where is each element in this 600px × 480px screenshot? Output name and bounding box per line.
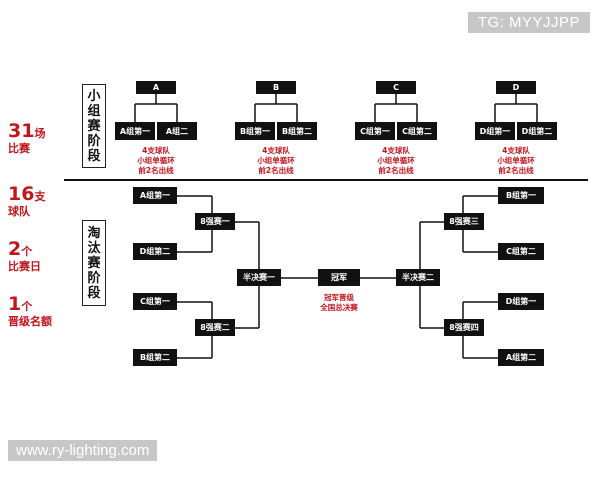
stat-number: 31: [8, 120, 35, 142]
group-note-line: 前2名出线: [378, 166, 414, 175]
stat-number: 2: [8, 238, 22, 260]
knockout-stage-title: 淘汰赛阶段: [82, 220, 106, 306]
stat-unit: 支: [34, 190, 46, 203]
final-note-line: 冠军晋级: [324, 293, 354, 302]
group-note-line: 前2名出线: [258, 166, 294, 175]
right-team-box: C组第二: [498, 243, 544, 260]
group-note: 4支球队小组单循环前2名出线: [116, 146, 196, 176]
title-char: 赛: [87, 255, 101, 271]
stat-desc: 球队: [8, 205, 30, 218]
group-note-line: 4支球队: [502, 146, 530, 155]
final-box: 冠军: [318, 269, 360, 286]
left-team-box: C组第一: [133, 293, 177, 310]
group-note-line: 前2名出线: [138, 166, 174, 175]
semifinal-box: 半决赛一: [237, 269, 281, 286]
final-note: 冠军晋级全国总决赛: [304, 293, 374, 313]
stat-block: 16支球队: [8, 183, 45, 219]
right-team-box: B组第一: [498, 187, 544, 204]
title-char: 段: [87, 148, 101, 164]
title-char: 赛: [87, 118, 101, 134]
group-note-line: 前2名出线: [498, 166, 534, 175]
group-second-box: D组第二: [517, 122, 557, 140]
group-note-line: 4支球队: [262, 146, 290, 155]
group-note-line: 小组单循环: [137, 156, 175, 165]
title-char: 小: [87, 88, 101, 104]
stat-unit: 个: [21, 300, 33, 313]
group-second-box: C组第二: [397, 122, 437, 140]
stat-block: 2个比赛日: [8, 238, 41, 274]
group-note: 4支球队小组单循环前2名出线: [476, 146, 556, 176]
stat-desc: 比赛: [8, 142, 30, 155]
group-first-box: A组第一: [115, 122, 155, 140]
title-char: 阶: [87, 270, 101, 286]
left-team-box: A组第一: [133, 187, 177, 204]
quarterfinal-box: 8强赛二: [195, 319, 235, 336]
group-header-box: B: [256, 81, 296, 94]
title-char: 组: [87, 103, 101, 119]
group-stage-title: 小组赛阶段: [82, 84, 106, 168]
group-second-box: B组第二: [277, 122, 317, 140]
group-header-box: C: [376, 81, 416, 94]
quarterfinal-box: 8强赛四: [444, 319, 484, 336]
stat-unit: 个: [21, 245, 33, 258]
left-team-box: D组第二: [133, 243, 177, 260]
group-note-line: 小组单循环: [497, 156, 535, 165]
stat-desc: 比赛日: [8, 260, 41, 273]
group-note-line: 小组单循环: [377, 156, 415, 165]
stat-block: 1个晋级名额: [8, 293, 52, 329]
group-note-line: 4支球队: [382, 146, 410, 155]
group-note-line: 4支球队: [142, 146, 170, 155]
url-watermark: www.ry-lighting.com: [8, 440, 158, 461]
group-first-box: B组第一: [235, 122, 275, 140]
group-header-box: D: [496, 81, 536, 94]
tg-watermark: TG: MYYJJPP: [467, 12, 590, 33]
stat-desc: 晋级名额: [8, 315, 52, 328]
title-char: 汰: [87, 240, 101, 256]
title-char: 段: [87, 285, 101, 301]
stat-unit: 场: [34, 127, 46, 140]
group-note: 4支球队小组单循环前2名出线: [356, 146, 436, 176]
right-team-box: D组第一: [498, 293, 544, 310]
stat-number: 1: [8, 293, 22, 315]
stat-block: 31场比赛: [8, 120, 45, 156]
group-first-box: D组第一: [475, 122, 515, 140]
group-header-box: A: [136, 81, 176, 94]
final-note-line: 全国总决赛: [320, 303, 358, 312]
title-char: 阶: [87, 133, 101, 149]
right-team-box: A组第二: [498, 349, 544, 366]
group-note-line: 小组单循环: [257, 156, 295, 165]
title-char: 淘: [87, 225, 101, 241]
quarterfinal-box: 8强赛三: [444, 213, 484, 230]
semifinal-box: 半决赛二: [396, 269, 440, 286]
stat-number: 16: [8, 183, 35, 205]
left-team-box: B组第二: [133, 349, 177, 366]
group-second-box: A组二: [157, 122, 197, 140]
group-first-box: C组第一: [355, 122, 395, 140]
group-note: 4支球队小组单循环前2名出线: [236, 146, 316, 176]
quarterfinal-box: 8强赛一: [195, 213, 235, 230]
